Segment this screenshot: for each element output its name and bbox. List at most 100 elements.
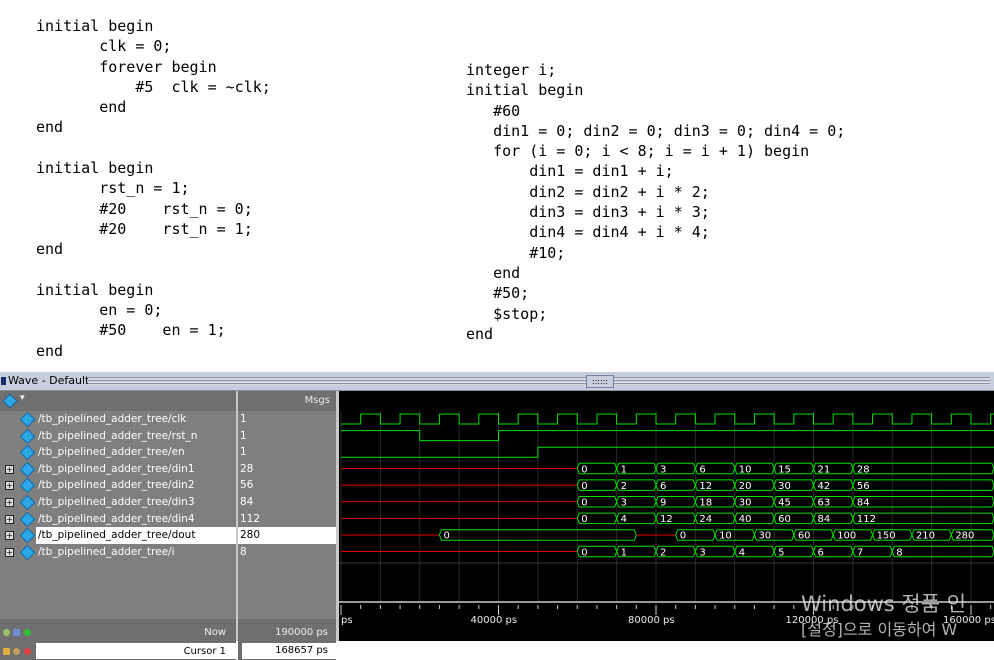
din1-value-label: 10 <box>739 464 752 475</box>
pane-divider-2[interactable] <box>336 391 339 641</box>
signal-value: 8 <box>240 545 247 558</box>
cursor-value: 168657 ps <box>242 643 336 659</box>
dout-value-label: 0 <box>680 531 686 542</box>
expand-icon[interactable]: + <box>5 481 14 491</box>
dout-value-label: 280 <box>955 531 974 542</box>
signal-value: 1 <box>240 446 247 459</box>
signal-name: /tb_pipelined_adder_tree/din4 <box>38 512 195 525</box>
signal-row[interactable]: +/tb_pipelined_adder_tree/dout <box>0 527 236 545</box>
grip-handle[interactable]: :::::: <box>586 375 614 388</box>
din4-value-label: 24 <box>699 514 712 525</box>
din3-value-label: 3 <box>621 498 627 509</box>
rst-n-waveform <box>341 430 994 442</box>
din2-value-label: 0 <box>581 481 587 492</box>
en-waveform <box>341 446 994 458</box>
signal-row[interactable]: + /tb_pipelined_adder_tree/din2 <box>0 477 236 494</box>
timeline-label: 40000 ps <box>471 615 518 626</box>
expand-icon[interactable]: + <box>5 547 14 557</box>
signal-row[interactable]: /tb_pipelined_adder_tree/clk <box>0 411 236 428</box>
signal-icon <box>19 511 36 527</box>
signal-value: 280 <box>238 527 336 545</box>
add-icon[interactable] <box>24 629 31 636</box>
wave-window: Wave - Default :::::: ▾ /tb_pipelined_ad… <box>0 372 994 660</box>
expand-icon[interactable]: + <box>5 498 14 507</box>
signal-row[interactable]: + /tb_pipelined_adder_tree/i <box>0 544 236 561</box>
din2-value-label: 30 <box>778 481 791 492</box>
i-value-label: 7 <box>857 547 863 558</box>
wave-title-bar[interactable]: Wave - Default :::::: <box>0 372 994 391</box>
dout-value-label: 30 <box>758 531 771 542</box>
signal-name: /tb_pipelined_adder_tree/rst_n <box>38 429 198 442</box>
din1-value-label: 15 <box>778 464 791 475</box>
chevron-down-icon[interactable]: ▾ <box>20 393 25 403</box>
din4-value-label: 60 <box>778 514 791 525</box>
din1-value-label: 21 <box>818 464 831 475</box>
cursor-lock-icon[interactable] <box>3 648 10 655</box>
din2-value-label: 56 <box>857 481 870 492</box>
signal-name: /tb_pipelined_adder_tree/din2 <box>38 479 195 492</box>
i-value-label: 2 <box>660 547 666 558</box>
cursor-edit-icon[interactable] <box>13 648 20 655</box>
list-icon[interactable] <box>13 629 20 636</box>
signal-icon <box>19 478 36 494</box>
signal-toolbar-icon[interactable] <box>2 393 18 409</box>
din4-value-label: 4 <box>621 514 627 525</box>
expand-icon[interactable]: + <box>5 514 14 524</box>
expand-icon[interactable]: + <box>5 464 14 474</box>
signal-row[interactable]: + /tb_pipelined_adder_tree/din3 <box>0 494 236 511</box>
din4-value-label: 40 <box>739 514 752 525</box>
signal-name: /tb_pipelined_adder_tree/din3 <box>38 496 195 508</box>
now-icon[interactable] <box>3 629 10 636</box>
windows-activation-watermark-line2: [설정]으로 이동하여 W <box>801 620 958 639</box>
signal-name: /tb_pipelined_adder_tree/i <box>38 545 175 558</box>
title-grip[interactable] <box>88 377 990 385</box>
signal-name: /tb_pipelined_adder_tree/din1 <box>38 462 195 475</box>
din3-value-label: 0 <box>581 498 587 509</box>
i-value-label: 8 <box>896 547 902 558</box>
din2-value-label: 6 <box>660 481 666 492</box>
windows-activation-watermark: Windows 정품 인 <box>801 592 967 616</box>
din1-segment <box>852 462 994 475</box>
din1-value-label: 3 <box>660 464 666 475</box>
signal-row[interactable]: + /tb_pipelined_adder_tree/din4 <box>0 511 236 528</box>
din3-value-label: 84 <box>857 498 870 509</box>
names-footer: Now Cursor 1 <box>0 619 236 660</box>
now-value: 190000 ps <box>275 627 328 638</box>
signal-icon <box>19 527 36 544</box>
signal-value: 84 <box>240 496 254 508</box>
signal-icon <box>19 494 36 511</box>
timeline-label: 80000 ps <box>628 615 675 626</box>
i-value-label: 4 <box>739 547 745 558</box>
timeline-label: ps <box>341 615 353 626</box>
signal-row[interactable]: + /tb_pipelined_adder_tree/din1 <box>0 461 236 478</box>
signal-icon <box>19 461 36 478</box>
din2-value-label: 42 <box>818 481 831 492</box>
signal-row[interactable]: /tb_pipelined_adder_tree/rst_n <box>0 428 236 445</box>
i-value-label: 0 <box>581 547 587 558</box>
signal-icon <box>19 411 36 428</box>
dout-value-label: 100 <box>837 531 856 542</box>
remove-cursor-icon[interactable] <box>24 648 31 655</box>
din4-value-label: 0 <box>581 514 587 525</box>
din1-value-label: 6 <box>699 464 705 475</box>
wave-title: Wave - Default <box>8 374 90 387</box>
pane-divider-1[interactable] <box>236 391 238 641</box>
expand-icon[interactable]: + <box>5 531 14 541</box>
din1-value-label: 0 <box>581 464 587 475</box>
timeline-label: 120000 ps <box>786 615 839 626</box>
signal-icon <box>19 544 36 561</box>
i-value-label: 3 <box>699 547 705 558</box>
signal-row[interactable]: /tb_pipelined_adder_tree/en <box>0 444 236 461</box>
dout-value-label: 10 <box>719 531 732 542</box>
dout-value-label: 0 <box>443 531 449 542</box>
din2-value-label: 2 <box>621 481 627 492</box>
din4-segment <box>852 512 994 525</box>
dout-value-label: 150 <box>877 531 896 542</box>
din3-segment <box>852 496 994 508</box>
din1-value-label: 28 <box>857 464 870 475</box>
din3-value-label: 30 <box>739 498 752 509</box>
msgs-header: Msgs <box>238 391 336 411</box>
signal-icon <box>19 444 36 461</box>
clk-waveform <box>341 413 994 425</box>
